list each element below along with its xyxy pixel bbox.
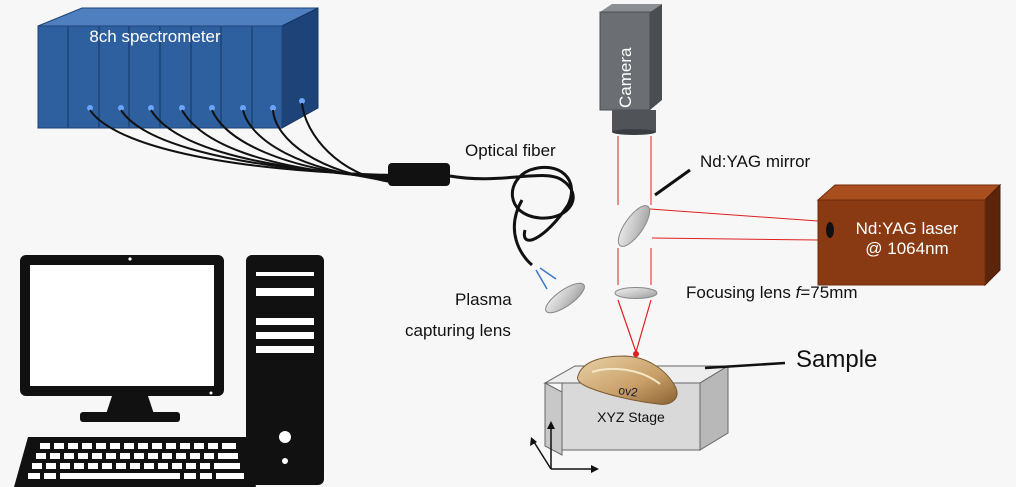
optical-fiber-end: [512, 199, 533, 267]
computer-monitor-icon: [20, 255, 224, 422]
computer-tower-icon: [246, 255, 324, 485]
laser-label-line2: @ 1064nm: [865, 239, 948, 258]
plasma-spot: [633, 351, 639, 357]
sample-mark: ov2: [618, 383, 639, 400]
spectrometer-icon: [37, 7, 319, 129]
focused-beam: [617, 299, 652, 353]
fiber-connector: [388, 163, 450, 186]
sample-pointer: [704, 361, 786, 370]
focusing-lens: [614, 287, 658, 299]
collection-rays: [535, 267, 557, 290]
optical-fiber: [449, 165, 575, 242]
sample-shell: ov2: [577, 355, 678, 405]
mirror-label: Nd:YAG mirror: [700, 152, 811, 171]
focusing-f: f: [796, 283, 803, 302]
laser-beam: [649, 208, 819, 241]
plasma-label-line1: Plasma: [455, 290, 512, 309]
laser-icon: [816, 183, 1002, 287]
xyz-axes-icon: [530, 421, 599, 473]
focusing-lens-label: Focusing lens f=75mm: [686, 283, 858, 302]
keyboard-icon: [14, 437, 256, 487]
plasma-capturing-lens: [545, 282, 585, 314]
focusing-suffix: =75mm: [800, 283, 857, 302]
sample-label: Sample: [796, 346, 877, 373]
spectrometer-label: 8ch spectrometer: [89, 27, 221, 46]
laser-label-line1: Nd:YAG laser: [856, 219, 959, 238]
focusing-prefix: Focusing lens: [686, 283, 796, 302]
stage-label: XYZ Stage: [597, 409, 665, 425]
optical-fiber-label: Optical fiber: [465, 141, 556, 160]
mirror-pointer: [654, 168, 691, 197]
camera-icon: [599, 4, 662, 135]
ndyag-mirror: [617, 205, 651, 247]
fiber-bundle: [89, 102, 393, 183]
plasma-label-line2: capturing lens: [405, 321, 511, 340]
camera-label: Camera: [616, 47, 635, 108]
camera-view-lines: [617, 136, 652, 285]
